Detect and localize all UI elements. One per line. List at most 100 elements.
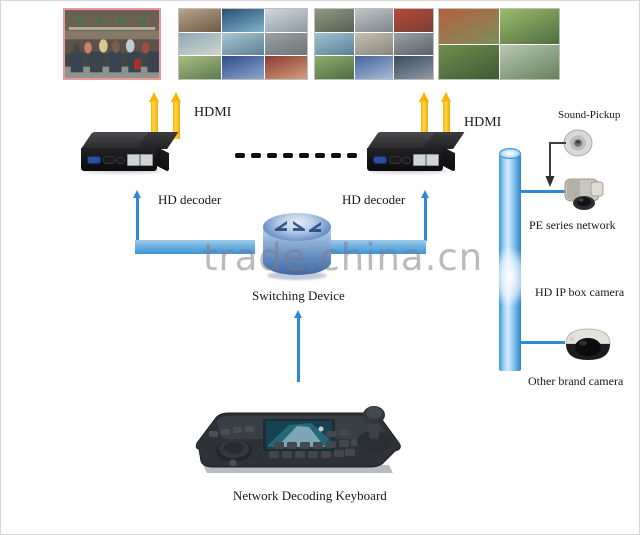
vga-port — [373, 156, 387, 164]
display-grid-three-c[interactable] — [438, 8, 560, 80]
arrow-shaft — [151, 101, 158, 139]
hdmi-label-left: HDMI — [194, 105, 232, 120]
arrow-shaft — [424, 197, 427, 241]
hdmi-port-a — [103, 156, 115, 164]
dash — [299, 153, 309, 158]
switch-top-disc — [263, 213, 331, 241]
network-link-left-horizontal — [135, 240, 255, 254]
tile — [354, 32, 394, 56]
arrow-head — [149, 92, 159, 102]
dash — [251, 153, 261, 158]
pe-series-network-camera[interactable] — [561, 173, 609, 211]
rj45-port-a — [127, 154, 140, 166]
tile — [499, 9, 559, 44]
hdmi-arrow-left-b — [171, 92, 182, 139]
tile — [222, 9, 264, 32]
tile — [354, 56, 394, 79]
network-arrow-to-right-decoder — [421, 190, 430, 241]
switch-shadow — [267, 271, 327, 280]
tile — [315, 56, 354, 79]
rj45-port-b — [140, 154, 153, 166]
hdmi-arrow-left-a — [149, 92, 160, 139]
decoder-front-face — [367, 148, 443, 171]
network-link-to-dome-camera — [521, 341, 565, 344]
tile-grid — [439, 9, 559, 79]
arrow-shaft — [421, 101, 428, 139]
decoder-shadow — [83, 169, 163, 173]
arrow-head — [294, 310, 302, 318]
tile — [394, 56, 433, 79]
tile — [179, 56, 221, 79]
network-decoding-keyboard[interactable] — [193, 393, 409, 485]
dash — [267, 153, 277, 158]
hd-decoder-label-right: HD decoder — [342, 192, 406, 207]
pipe-top-cap — [499, 148, 521, 159]
network-link-to-ptz-camera — [521, 190, 565, 193]
arrow-shaft — [173, 101, 180, 139]
decoder-shadow — [369, 169, 449, 173]
arrow-shaft — [297, 317, 300, 382]
dash — [283, 153, 293, 158]
switching-device[interactable] — [263, 213, 333, 281]
display-subway-single[interactable] — [63, 8, 161, 80]
hdmi-label-right: HDMI — [464, 115, 502, 130]
rj45-port-a — [413, 154, 426, 166]
hd-ip-box-camera-trunk[interactable] — [491, 148, 529, 371]
arrow-shaft — [443, 101, 450, 139]
dash — [315, 153, 325, 158]
hd-decoder-right[interactable] — [367, 132, 465, 176]
ellipsis-dashes — [235, 153, 357, 158]
tile — [439, 44, 499, 79]
tile — [265, 9, 307, 32]
hdmi-arrow-right-b — [441, 92, 452, 139]
hd-ip-box-camera-label: HD IP box camera — [535, 285, 625, 299]
hdmi-port-b — [402, 157, 411, 164]
arrow-head — [419, 92, 429, 102]
tile — [315, 32, 354, 56]
tile-grid — [315, 9, 433, 79]
rj45-port-b — [426, 154, 439, 166]
audio-link-arrow — [545, 142, 566, 187]
tile — [179, 32, 221, 56]
other-brand-camera-label: Other brand camera — [528, 374, 624, 388]
vga-port — [87, 156, 101, 164]
network-decoding-keyboard-label: Network Decoding Keyboard — [233, 488, 387, 503]
hd-decoder-left[interactable] — [81, 132, 179, 176]
switching-device-label: Switching Device — [252, 288, 345, 303]
dash — [235, 153, 245, 158]
arrow-head — [133, 190, 141, 198]
tile — [265, 56, 307, 79]
network-arrow-keyboard-to-switch — [294, 310, 303, 382]
decoder-front-face — [81, 148, 157, 171]
switch-direction-arrows — [275, 221, 321, 232]
pipe-highlight — [491, 248, 529, 306]
tile — [394, 9, 433, 32]
dash — [347, 153, 357, 158]
tile — [315, 9, 354, 32]
sound-pickup-label: Sound-Pickup — [558, 109, 621, 121]
display-grid-nine-a[interactable] — [178, 8, 308, 80]
decoder-side-panel — [155, 146, 169, 173]
dash — [331, 153, 341, 158]
arrow-head — [171, 92, 181, 102]
display-grid-nine-b[interactable] — [314, 8, 434, 80]
tile — [394, 32, 433, 56]
hdmi-arrow-right-a — [419, 92, 430, 139]
tile-grid — [179, 9, 307, 79]
hd-decoder-label-left: HD decoder — [158, 192, 222, 207]
sound-pickup-microphone[interactable] — [562, 129, 594, 157]
pe-series-network-label: PE series network — [529, 218, 616, 232]
arrow-head — [421, 190, 429, 198]
tile — [222, 56, 264, 79]
network-link-right-horizontal — [331, 240, 426, 254]
decoder-side-panel — [441, 146, 455, 173]
other-brand-dome-camera[interactable] — [563, 326, 613, 364]
tile — [179, 9, 221, 32]
arrow-head — [441, 92, 451, 102]
hdmi-port-b — [116, 157, 125, 164]
subway-turnstiles-image — [65, 10, 159, 78]
network-arrow-to-left-decoder — [133, 190, 142, 241]
tile — [439, 9, 499, 44]
arrow-shaft — [136, 197, 139, 241]
